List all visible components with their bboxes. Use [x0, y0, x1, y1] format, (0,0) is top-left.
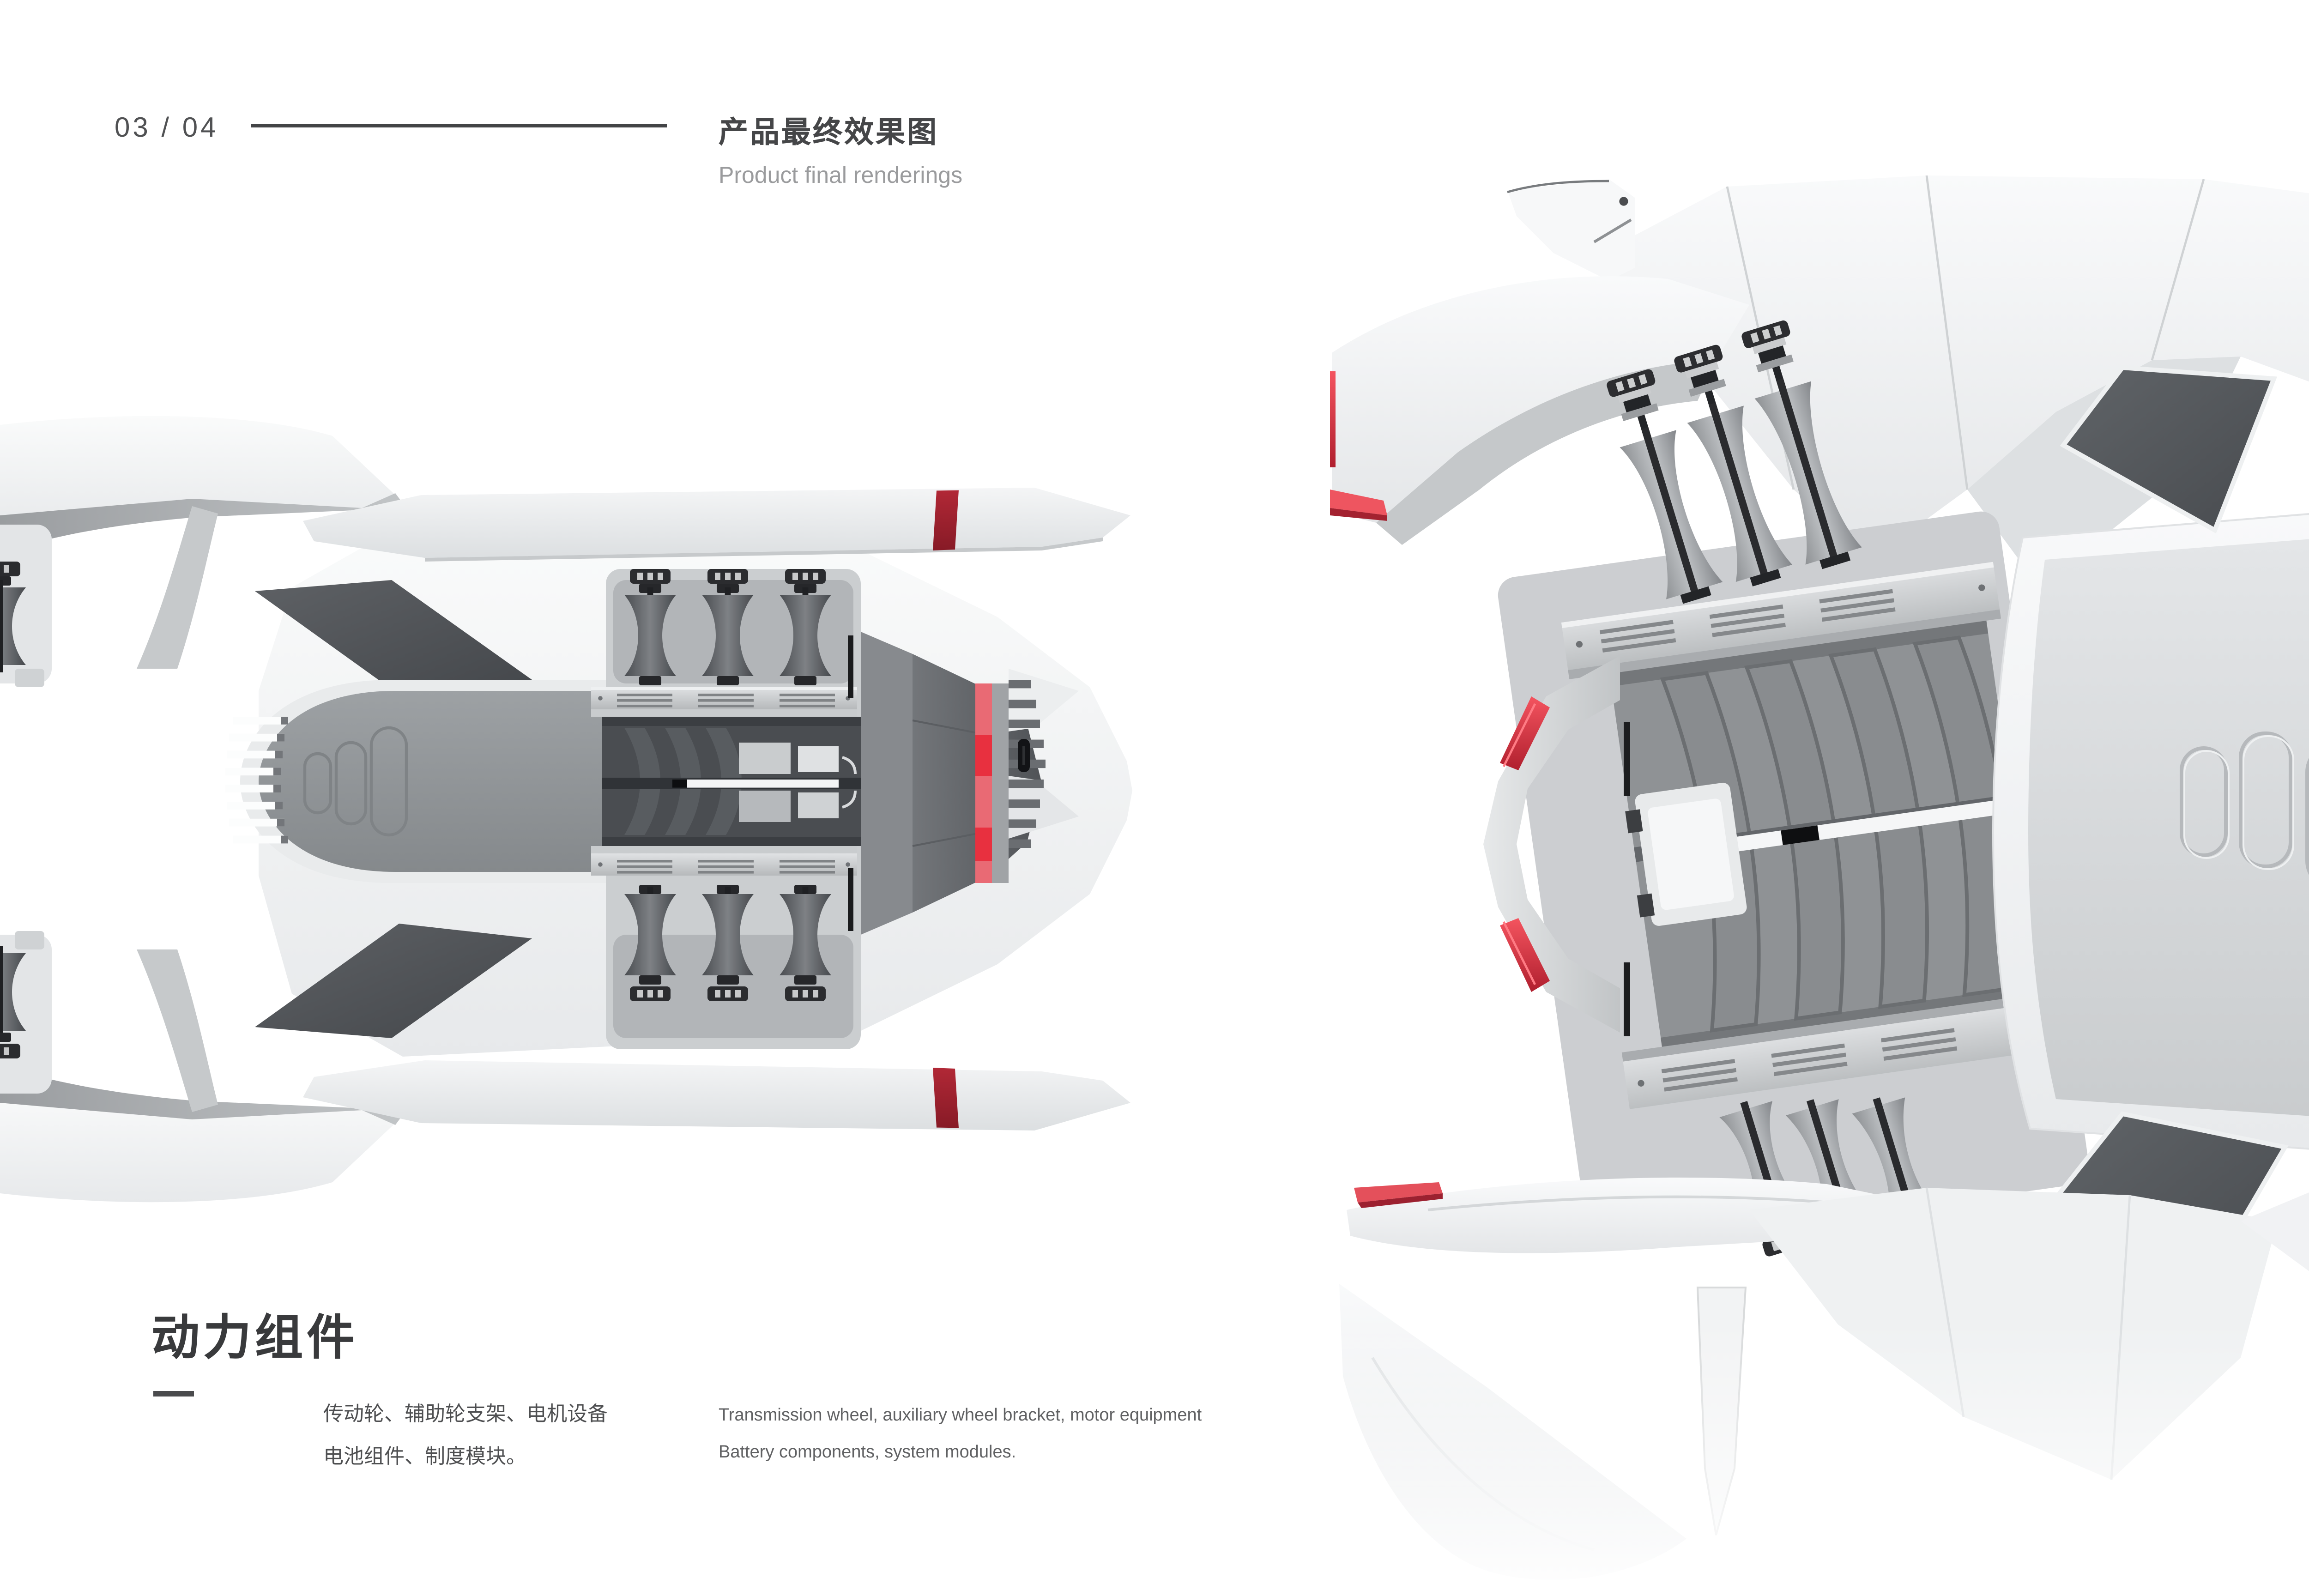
section-desc-zh: 传动轮、辅助轮支架、电机设备 电池组件、制度模块。	[323, 1395, 608, 1480]
wing-red-wedge	[1330, 490, 1387, 515]
right-render-plan-view	[1317, 175, 2309, 1596]
wing-upper-left	[1330, 276, 1749, 545]
wing-lower-red-accent	[1354, 1182, 1443, 1203]
chevron-red-lower	[1500, 918, 1550, 992]
wing-bottom	[303, 1060, 1130, 1130]
arm-top-edge	[0, 493, 406, 552]
roller	[780, 569, 831, 685]
bus-bar-top	[591, 687, 857, 717]
header-rule	[251, 124, 667, 127]
roller-bank-top	[1607, 320, 1862, 604]
arm-bottom	[0, 1084, 395, 1203]
bottom-fade	[1317, 1321, 2309, 1596]
nose-cone	[848, 632, 1079, 935]
panel-dark-top	[255, 580, 532, 695]
bus-bar-bottom	[1621, 991, 2061, 1109]
roller	[624, 569, 676, 685]
roller	[1741, 320, 1862, 569]
roller	[702, 885, 754, 1001]
desc-en-line2: Battery components, system modules.	[719, 1442, 1016, 1462]
chevron-nose	[1483, 656, 1630, 1036]
edge-stub-top	[0, 525, 52, 687]
desc-en-line1: Transmission wheel, auxiliary wheel brac…	[719, 1406, 1202, 1426]
page-title: 产品最终效果图	[719, 118, 939, 150]
page-number: 03 / 04	[115, 113, 219, 144]
arm-top	[0, 416, 395, 534]
wing-top-red-stripe	[933, 490, 959, 550]
panel-dark-top	[2060, 365, 2278, 534]
roller-bank-bottom	[624, 885, 831, 1001]
oval-ridge-1	[303, 752, 332, 815]
wing-bottom-red-stripe	[933, 1068, 959, 1128]
roller-bank-top	[624, 569, 831, 685]
left-render-top-view	[0, 416, 1132, 1203]
roller	[780, 885, 831, 1001]
panel-dark-bottom	[255, 924, 532, 1038]
oval-ridge-3	[369, 726, 408, 837]
dome-ridges	[2180, 732, 2309, 875]
engine-bay	[591, 569, 861, 1049]
desc-zh-line2: 电池组件、制度模块。	[323, 1446, 526, 1469]
dome-body	[1992, 513, 2309, 1150]
arm-bottom-band	[137, 949, 218, 1112]
page-subtitle: Product final renderings	[719, 163, 963, 188]
oval-vent-slats	[225, 717, 288, 844]
desc-zh-line1: 传动轮、辅助轮支架、电机设备	[323, 1404, 608, 1426]
wing-red-line	[1330, 371, 1336, 467]
roller	[624, 885, 676, 1001]
arm-bottom-edge	[0, 1066, 406, 1125]
engine-block	[1608, 615, 2040, 1056]
drive-shaft	[1704, 798, 2013, 856]
bus-bar-top	[1561, 562, 2001, 679]
engine-block	[602, 717, 861, 846]
roller	[1674, 345, 1793, 586]
wing-top	[303, 488, 1130, 562]
arm-top-band	[137, 506, 218, 669]
section-desc-en: Transmission wheel, auxiliary wheel brac…	[719, 1398, 1202, 1470]
section-dash	[153, 1391, 194, 1396]
beak	[1507, 179, 1635, 281]
oval-ridge-2	[334, 741, 368, 826]
drive-shaft	[687, 780, 839, 788]
roller	[702, 569, 754, 685]
shaft-coupler	[672, 780, 687, 788]
header-title-block: 产品最终效果图 Product final renderings	[719, 107, 962, 188]
bus-bar-bottom	[591, 846, 857, 876]
section-title: 动力组件	[151, 1310, 359, 1365]
chevron-red-upper	[1500, 696, 1550, 770]
roller	[1607, 369, 1723, 604]
cockpit-oval	[225, 680, 617, 883]
edge-stub-bottom	[0, 931, 52, 1094]
